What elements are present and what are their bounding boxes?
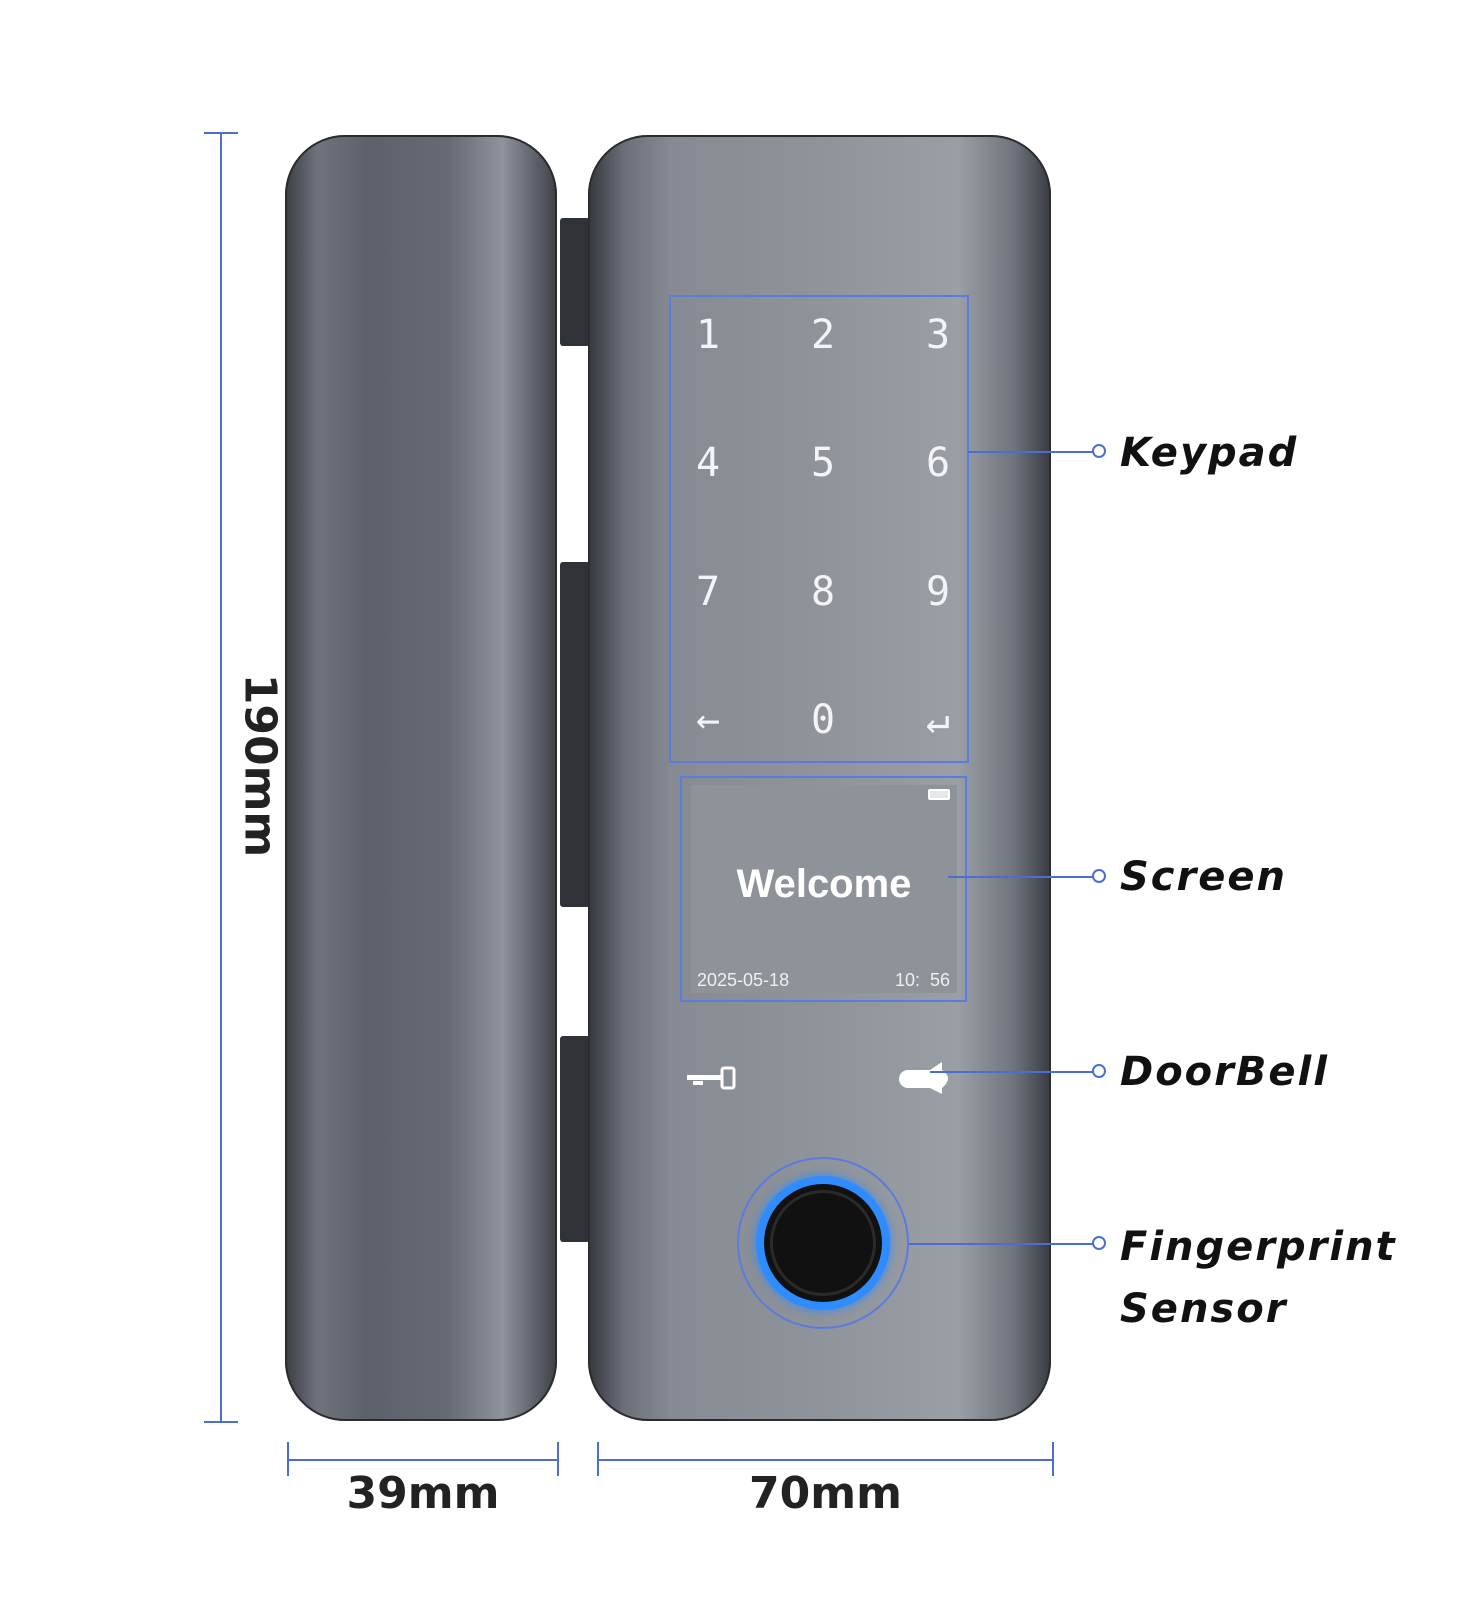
- right-width-dimension-line: [597, 1459, 1054, 1461]
- keypad-key[interactable]: 1: [695, 312, 721, 358]
- keypad-callout-dot: [1092, 444, 1106, 458]
- key-icon: [687, 1066, 736, 1090]
- screen-time: 10: 56: [894, 970, 950, 990]
- doorbell-label: DoorBell: [1120, 1049, 1329, 1095]
- battery-icon: [928, 789, 950, 800]
- keypad-key[interactable]: ↵: [925, 697, 951, 743]
- keypad-outline: [669, 295, 969, 763]
- keypad-key[interactable]: 4: [695, 440, 721, 486]
- keypad-callout-line: [968, 451, 1094, 453]
- keypad-key[interactable]: 9: [925, 569, 951, 615]
- screen-callout-line: [948, 876, 1094, 878]
- left-width-dimension-line: [287, 1459, 559, 1461]
- height-label: 190mm: [234, 673, 286, 858]
- hinge-block: [560, 562, 590, 907]
- right-width-cap-l: [597, 1442, 599, 1476]
- left-width-cap-l: [287, 1442, 289, 1476]
- keypad-key[interactable]: 0: [810, 697, 836, 743]
- keypad-key[interactable]: 5: [810, 440, 836, 486]
- doorbell-icon[interactable]: [896, 1058, 960, 1098]
- fingerprint-label-line2: Sensor: [1120, 1286, 1288, 1332]
- left-width-cap-r: [557, 1442, 559, 1476]
- height-dimension-line: [220, 133, 222, 1423]
- fingerprint-callout-dot: [1092, 1236, 1106, 1250]
- keypad-key[interactable]: 6: [925, 440, 951, 486]
- right-width-cap-r: [1052, 1442, 1054, 1476]
- screen-display: [691, 785, 957, 993]
- doorbell-callout-line: [930, 1071, 1094, 1073]
- height-cap-top: [204, 132, 238, 134]
- screen-label: Screen: [1120, 854, 1287, 900]
- keypad-key[interactable]: 2: [810, 312, 836, 358]
- right-width-label: 70mm: [749, 1468, 902, 1519]
- keypad-key[interactable]: 7: [695, 569, 721, 615]
- keypad-key[interactable]: 8: [810, 569, 836, 615]
- fingerprint-label-line1: Fingerprint: [1120, 1224, 1397, 1270]
- screen-outline: [680, 776, 967, 1002]
- fingerprint-outline: [737, 1157, 909, 1329]
- screen-callout-dot: [1092, 869, 1106, 883]
- hinge-block: [560, 218, 590, 346]
- screen-welcome: Welcome: [736, 862, 912, 906]
- fingerprint-sensor[interactable]: [756, 1176, 890, 1310]
- keypad-key[interactable]: ←: [695, 697, 721, 743]
- left-width-label: 39mm: [346, 1468, 500, 1519]
- screen-date: 2025-05-18: [697, 970, 790, 990]
- hinge-block: [560, 1036, 590, 1242]
- doorbell-callout-dot: [1092, 1064, 1106, 1078]
- lock-left-body: [285, 135, 557, 1421]
- keypad-label: Keypad: [1120, 430, 1299, 476]
- keypad-key[interactable]: 3: [925, 312, 951, 358]
- height-cap-bottom: [204, 1421, 238, 1423]
- fingerprint-callout-line: [909, 1243, 1094, 1245]
